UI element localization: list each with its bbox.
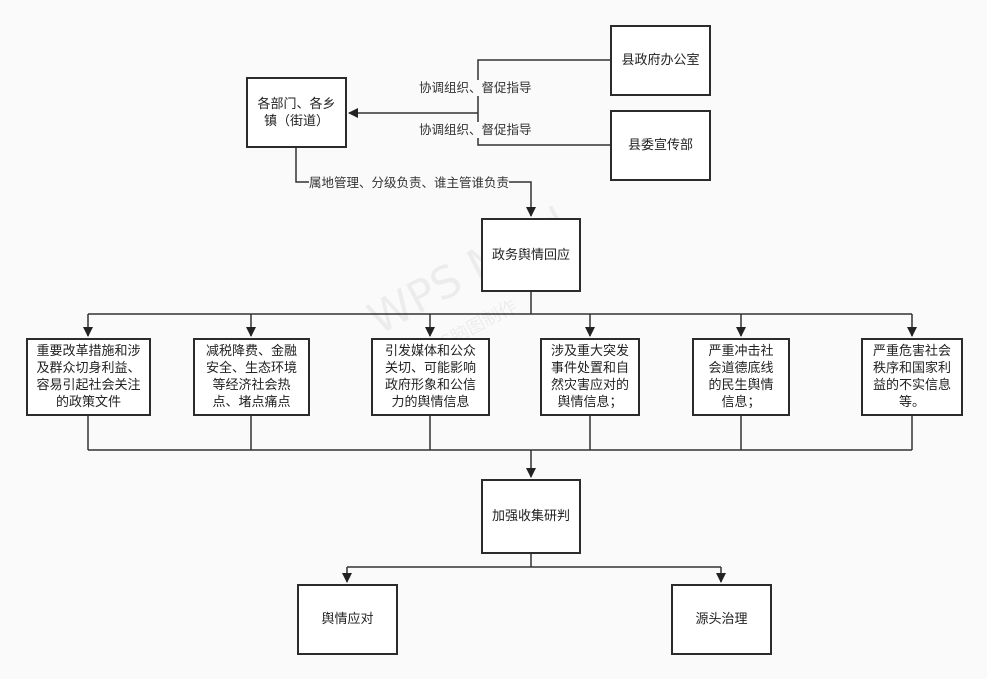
label-coordinate-bottom: 协调组织、督促指导	[419, 122, 532, 138]
node-root-governance[interactable]: 源头治理	[671, 584, 772, 655]
label-territorial: 属地管理、分级负责、谁主管谁负责	[309, 175, 510, 191]
node-gov-opinion-response[interactable]: 政务舆情回应	[481, 218, 581, 292]
node-category-3[interactable]: 引发媒体和公众 关切、可能影响 政府形象和公信 力的舆情信息	[371, 338, 490, 416]
node-category-1[interactable]: 重要改革措施和涉 及群众切身利益、 容易引起社会关注 的政策文件	[26, 338, 151, 416]
node-county-gov-office[interactable]: 县政府办公室	[610, 25, 711, 96]
label-coordinate-top: 协调组织、督促指导	[419, 80, 532, 96]
node-opinion-handling[interactable]: 舆情应对	[297, 584, 398, 655]
node-category-2[interactable]: 减税降费、金融 安全、生态环境 等经济社会热 点、堵点痛点	[193, 338, 310, 416]
node-county-publicity-dept[interactable]: 县委宣传部	[610, 110, 711, 181]
node-category-4[interactable]: 涉及重大突发 事件处置和自 然灾害应对的 舆情信息；	[540, 338, 640, 416]
node-departments-towns[interactable]: 各部门、各乡 镇（街道）	[246, 77, 347, 148]
node-strengthen-research[interactable]: 加强收集研判	[481, 479, 581, 554]
node-category-5[interactable]: 严重冲击社 会道德底线 的民生舆情 信息；	[692, 338, 790, 416]
node-category-6[interactable]: 严重危害社会 秩序和国家利 益的不实信息 等。	[861, 338, 963, 416]
